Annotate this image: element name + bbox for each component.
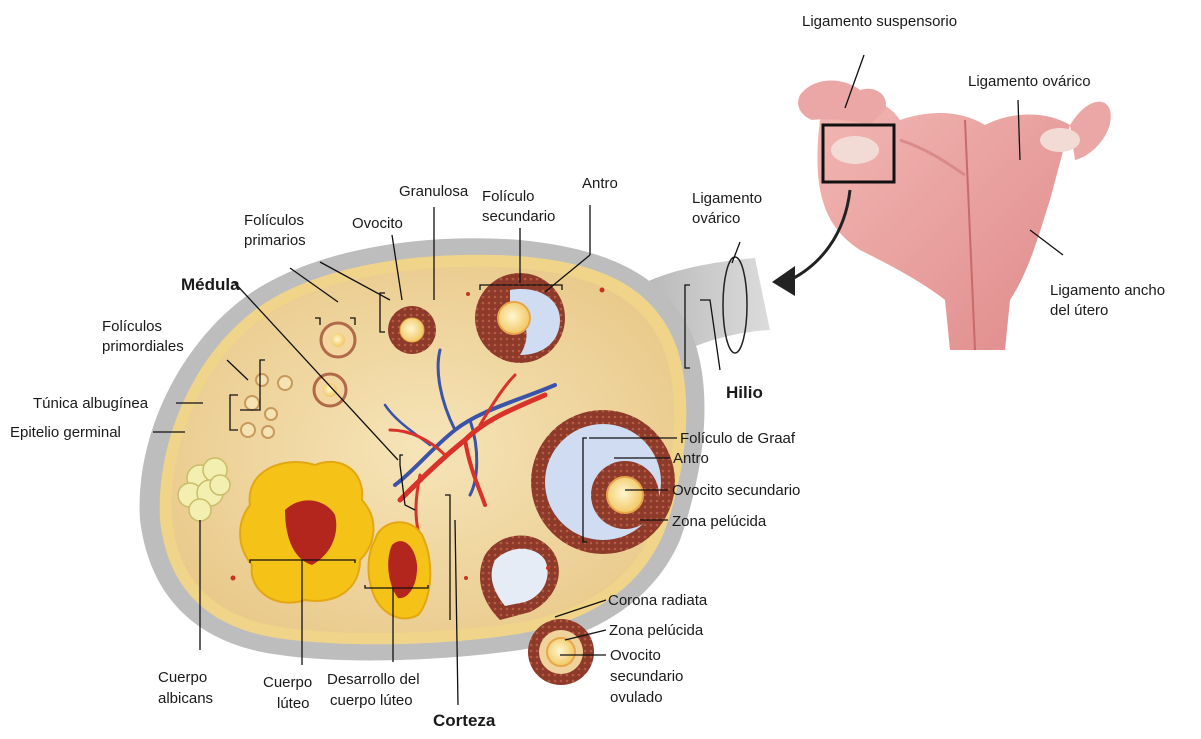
- label-cuerpo-luteo-1: Cuerpo: [263, 674, 312, 692]
- label-granulosa: Granulosa: [399, 183, 468, 201]
- ovulated-oocyte: [528, 619, 594, 685]
- right-tube: [1070, 102, 1111, 160]
- label-foliculos-primordiales-1: Folículos: [102, 318, 162, 336]
- label-corteza: Corteza: [433, 712, 495, 730]
- label-ligamento-ovarico-top: Ligamento ovárico: [968, 73, 1091, 91]
- label-ligamento-suspensorio: Ligamento suspensorio: [802, 13, 957, 31]
- label-foliculo-graaf: Folículo de Graaf: [680, 430, 795, 448]
- label-ovocito-ovulado-2: secundario: [610, 668, 683, 686]
- label-desarrollo-1: Desarrollo del: [327, 671, 420, 689]
- growing-follicle: [388, 306, 436, 354]
- label-desarrollo-2: cuerpo lúteo: [330, 692, 413, 710]
- label-hilio: Hilio: [726, 384, 763, 402]
- label-antro-top: Antro: [582, 175, 618, 193]
- label-corona-radiata: Corona radiata: [608, 592, 707, 610]
- label-cuerpo-albicans-2: albicans: [158, 690, 213, 708]
- corpus-luteum: [240, 462, 373, 603]
- label-tunica-albuginea: Túnica albugínea: [33, 395, 148, 413]
- label-zona-pelucida-1: Zona pelúcida: [672, 513, 766, 531]
- label-ovocito: Ovocito: [352, 215, 403, 233]
- label-epitelio-germinal: Epitelio germinal: [10, 424, 121, 442]
- label-ligamento-ancho-2: del útero: [1050, 302, 1108, 320]
- developing-corpus-luteum: [368, 522, 430, 618]
- label-foliculo-secundario-1: Folículo: [482, 188, 535, 206]
- label-zona-pelucida-2: Zona pelúcida: [609, 622, 703, 640]
- label-antro-graaf: Antro: [673, 450, 709, 468]
- label-ligamento-ovarico-2: ovárico: [692, 210, 740, 228]
- left-tube: [798, 80, 886, 125]
- label-foliculos-primarios-2: primarios: [244, 232, 306, 250]
- label-cuerpo-albicans-1: Cuerpo: [158, 669, 207, 687]
- label-ovocito-ovulado-3: ovulado: [610, 689, 663, 707]
- label-ovocito-secundario: Ovocito secundario: [672, 482, 800, 500]
- graafian-follicle: [531, 410, 675, 554]
- label-cuerpo-luteo-2: lúteo: [277, 695, 310, 713]
- label-foliculos-primarios-1: Folículos: [244, 212, 304, 230]
- zoom-arrowhead: [772, 266, 795, 296]
- label-foliculos-primordiales-2: primordiales: [102, 338, 184, 356]
- label-medula: Médula: [181, 276, 240, 294]
- left-ovary: [831, 136, 879, 164]
- label-ovocito-ovulado-1: Ovocito: [610, 647, 661, 665]
- right-ovary: [1040, 128, 1080, 152]
- label-ligamento-ancho-1: Ligamento ancho: [1050, 282, 1165, 300]
- label-foliculo-secundario-2: secundario: [482, 208, 555, 226]
- label-ligamento-ovarico-1: Ligamento: [692, 190, 762, 208]
